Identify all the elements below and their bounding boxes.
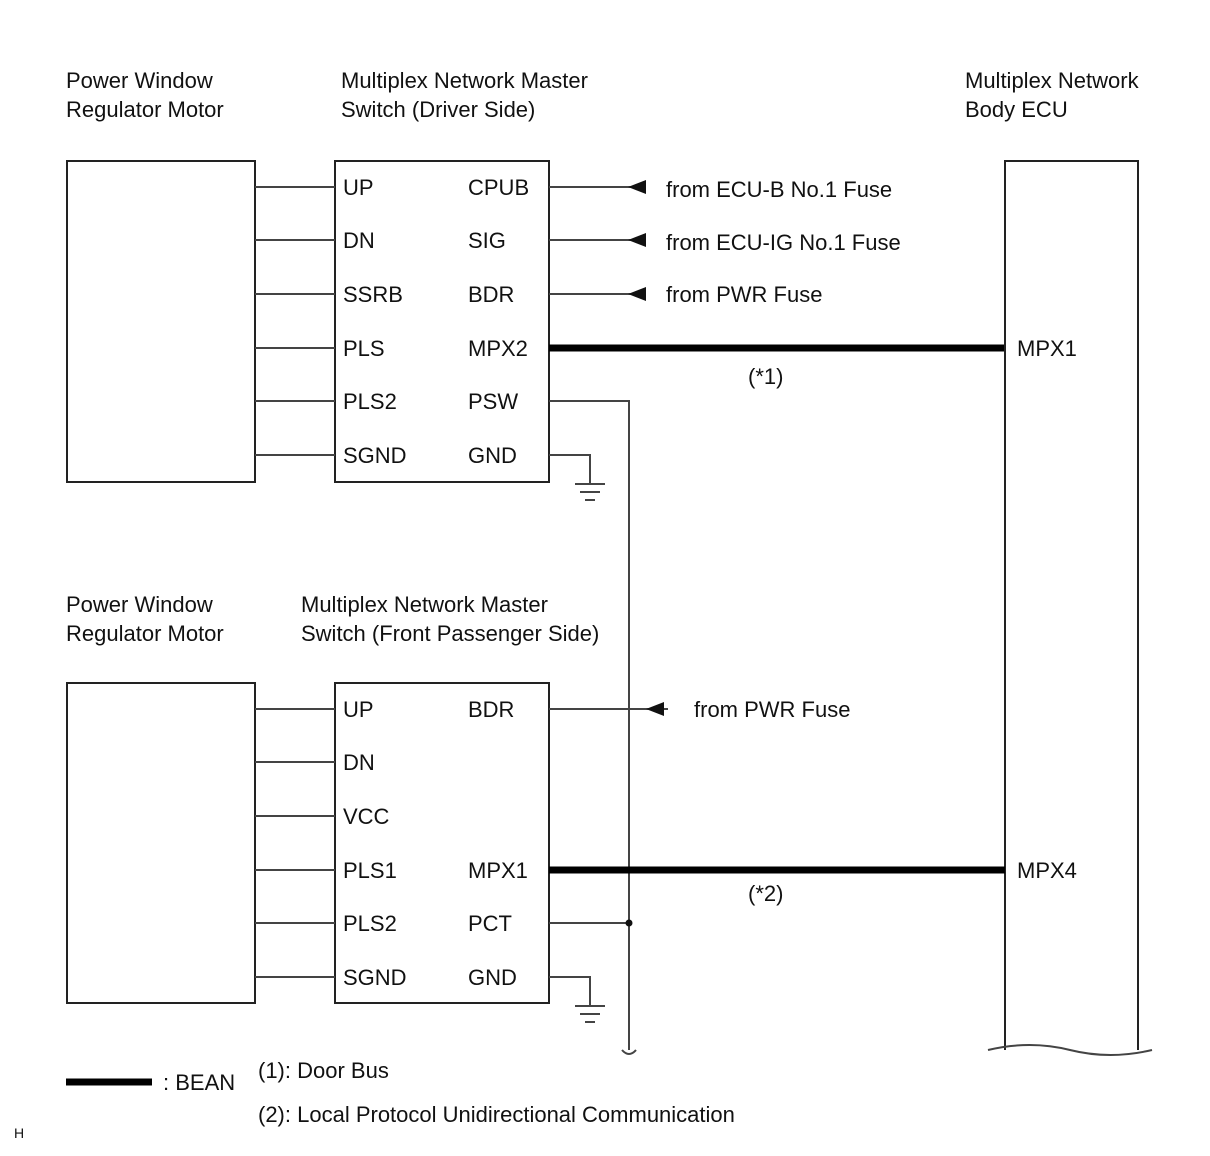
fuse-label: from ECU-B No.1 Fuse xyxy=(666,177,892,202)
top-motor-title-line1: Power Window xyxy=(66,68,213,93)
pin-label: BDR xyxy=(468,282,514,307)
fuse-label: from PWR Fuse xyxy=(694,697,850,722)
fuse-label: from ECU-IG No.1 Fuse xyxy=(666,230,901,255)
pin-label: SGND xyxy=(343,965,407,990)
arrow-left-icon xyxy=(628,233,646,247)
pin-label: PLS2 xyxy=(343,911,397,936)
top-switch-box xyxy=(334,160,550,483)
bottom-motor-wires xyxy=(255,708,335,978)
arrow-left-icon xyxy=(646,702,664,716)
pin-label: BDR xyxy=(468,697,514,722)
ecu-box xyxy=(1004,160,1139,1050)
arrow-left-icon xyxy=(628,287,646,301)
top-switch-title-line2: Switch (Driver Side) xyxy=(341,97,535,122)
pin-label: PLS xyxy=(343,336,385,361)
bottom-switch-box xyxy=(334,682,550,1004)
pin-label: PCT xyxy=(468,911,512,936)
bottom-fuse-wire xyxy=(549,702,668,716)
bottom-motor-title-line1: Power Window xyxy=(66,592,213,617)
top-switch-title-line1: Multiplex Network Master xyxy=(341,68,588,93)
fuse-label: from PWR Fuse xyxy=(666,282,822,307)
bottom-switch-title-line2: Switch (Front Passenger Side) xyxy=(301,621,599,646)
bottom-switch-title-line1: Multiplex Network Master xyxy=(301,592,548,617)
legend-note-1: (1): Door Bus xyxy=(258,1058,389,1083)
pin-label: PLS1 xyxy=(343,858,397,883)
arrow-left-icon xyxy=(628,180,646,194)
corner-mark: H xyxy=(14,1125,24,1141)
top-motor-wires xyxy=(255,186,335,456)
pin-label: DN xyxy=(343,750,375,775)
ecu-title-line1: Multiplex Network xyxy=(965,68,1140,93)
bus-note-bottom: (*2) xyxy=(748,881,783,906)
pin-label: GND xyxy=(468,965,517,990)
ecu-pin-label: MPX1 xyxy=(1017,336,1077,361)
pin-label: MPX2 xyxy=(468,336,528,361)
pin-label: SGND xyxy=(343,443,407,468)
ecu-title-line2: Body ECU xyxy=(965,97,1068,122)
bus-note-top: (*1) xyxy=(748,364,783,389)
pin-label: PSW xyxy=(468,389,518,414)
top-fuse-wires xyxy=(549,180,646,301)
top-motor-box xyxy=(66,160,256,483)
ecu-break-icon xyxy=(987,1044,1153,1056)
ground-icon xyxy=(549,454,605,501)
pin-label: MPX1 xyxy=(468,858,528,883)
psw-wire xyxy=(549,400,630,1050)
ground-icon xyxy=(549,976,605,1023)
ecu-pin-label: MPX4 xyxy=(1017,858,1077,883)
legend-note-2: (2): Local Protocol Unidirectional Commu… xyxy=(258,1102,735,1127)
top-motor-title-line2: Regulator Motor xyxy=(66,97,224,122)
pin-label: CPUB xyxy=(468,175,529,200)
pin-label: SIG xyxy=(468,228,506,253)
bottom-motor-title-line2: Regulator Motor xyxy=(66,621,224,646)
pin-label: DN xyxy=(343,228,375,253)
pin-label: SSRB xyxy=(343,282,403,307)
pin-label: VCC xyxy=(343,804,390,829)
wire-break-icon xyxy=(621,1049,637,1055)
legend-bean-label: : BEAN xyxy=(163,1070,235,1095)
pin-label: UP xyxy=(343,175,374,200)
pin-label: PLS2 xyxy=(343,389,397,414)
bottom-motor-box xyxy=(66,682,256,1004)
junction-dot xyxy=(625,919,633,927)
pin-label: GND xyxy=(468,443,517,468)
pin-label: UP xyxy=(343,697,374,722)
